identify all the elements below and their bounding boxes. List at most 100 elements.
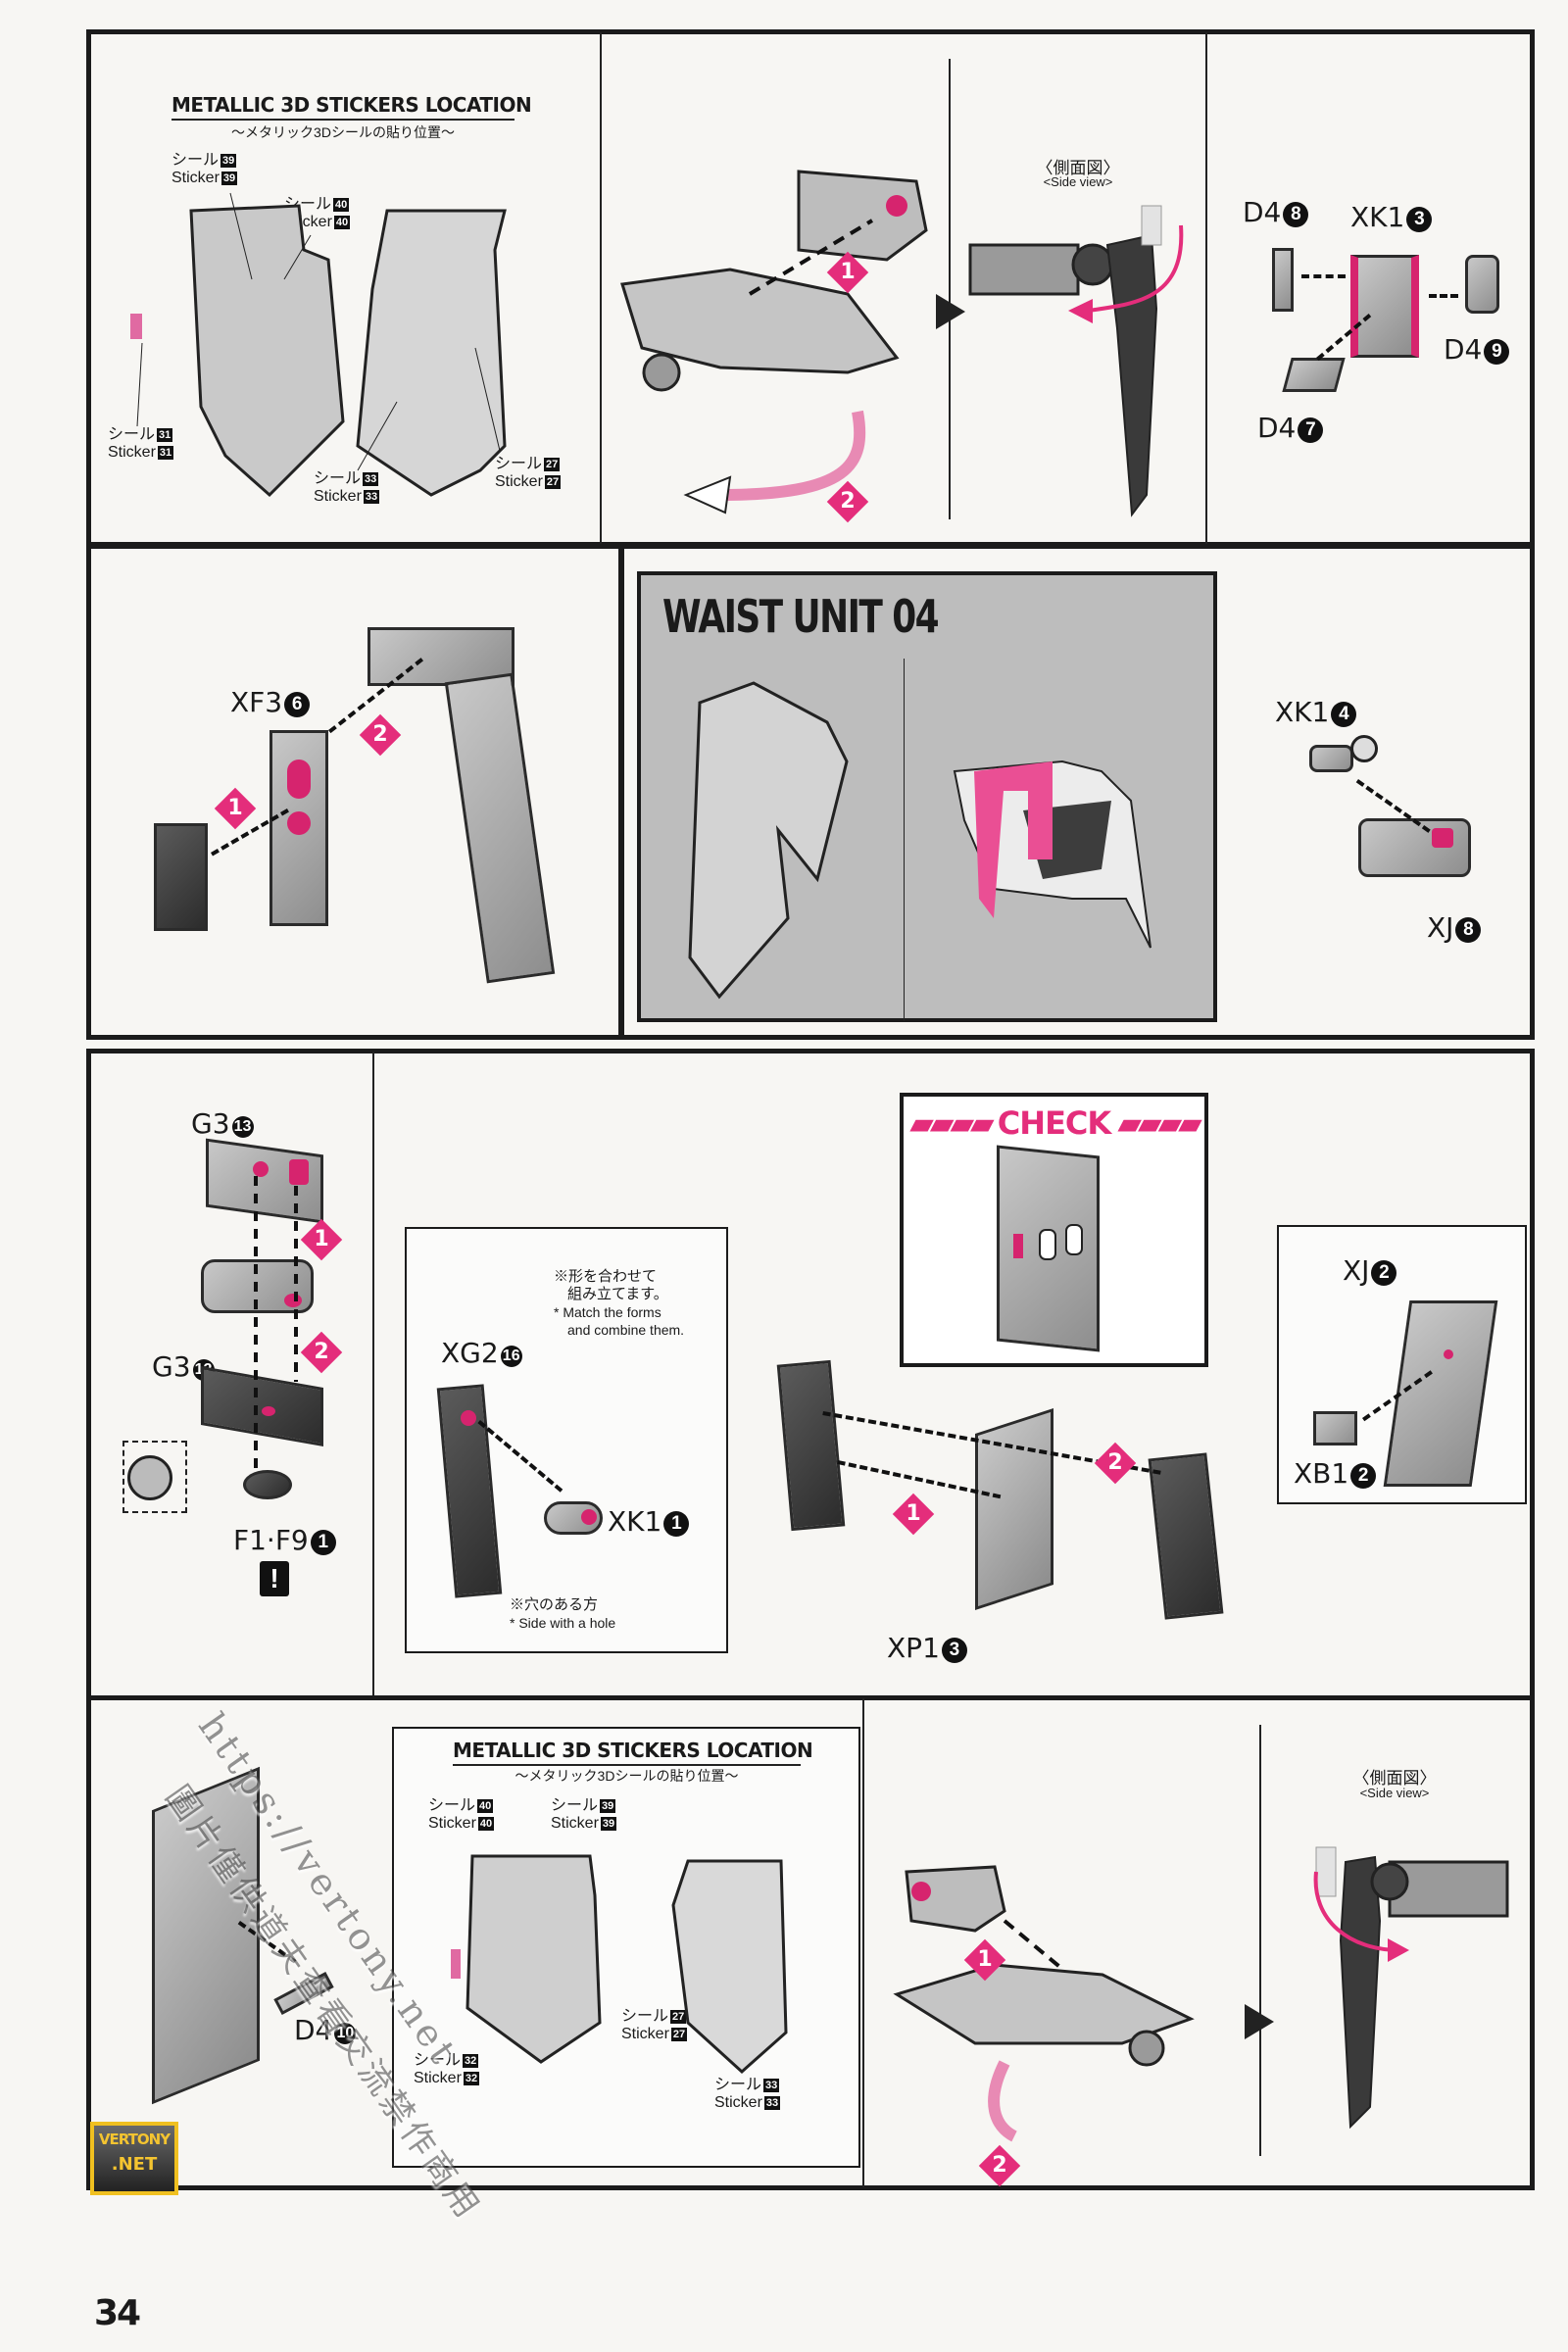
divider xyxy=(1259,1725,1261,2156)
assembly-illustration xyxy=(893,1865,1195,2142)
pink-rotate-arrow xyxy=(1087,224,1184,313)
armor-front-piece xyxy=(189,204,345,498)
side-view-illustration xyxy=(968,205,1184,517)
waist-plate-part xyxy=(620,268,900,374)
part-side-armor xyxy=(444,672,556,984)
rotate-arrow xyxy=(719,410,866,501)
part-xj-8 xyxy=(1358,818,1471,877)
step-2-badge: 2 xyxy=(300,1331,343,1374)
divider xyxy=(949,59,951,519)
part-outer-frame xyxy=(1148,1452,1224,1620)
peg-icon xyxy=(1065,1224,1083,1255)
step-2-badge: 2 xyxy=(359,713,402,757)
divider xyxy=(600,32,602,544)
part-inner-frame xyxy=(776,1359,846,1532)
stripe-decoration-icon: ▰▰▰▰ xyxy=(1110,1104,1201,1142)
panel-c-side-view: 〈側面図〉 <Side view> xyxy=(951,34,1203,544)
logo-line2: .NET xyxy=(111,2154,158,2175)
check-title: CHECK xyxy=(997,1104,1111,1142)
detail-disc xyxy=(127,1455,172,1500)
armor-part-illustration xyxy=(451,1854,788,2075)
armor-back-piece xyxy=(466,1854,602,2064)
check-title-row: ▰▰▰▰ CHECK ▰▰▰▰ xyxy=(904,1104,1204,1142)
part-d4-9 xyxy=(1465,255,1499,314)
note-side-with-hole: ※穴のある方 * Side with a hole xyxy=(510,1596,616,1631)
dashed-arrow xyxy=(254,1176,258,1470)
armor-front-piece xyxy=(671,1859,788,2075)
stickers-location-title: METALLIC 3D STICKERS LOCATION xyxy=(172,93,532,121)
step-1-badge: 1 xyxy=(892,1493,935,1536)
logo-line1: VERTONY xyxy=(98,2131,171,2148)
stickers-location-title: METALLIC 3D STICKERS LOCATION xyxy=(453,1739,813,1766)
peg-icon xyxy=(1039,1229,1056,1260)
rotate-arrow xyxy=(988,2060,1018,2142)
side-view-jp: 〈側面図〉 xyxy=(1036,159,1120,177)
check-panel: ▰▰▰▰ CHECK ▰▰▰▰ xyxy=(900,1093,1208,1367)
divider xyxy=(862,1698,864,2187)
warning-box: ! xyxy=(260,1561,289,1596)
side-view-illustration xyxy=(1313,1846,1509,2130)
part-xk1-4 xyxy=(1309,745,1353,772)
pink-peg xyxy=(284,1294,302,1307)
divider xyxy=(372,1052,374,1697)
pink-marker xyxy=(1013,1234,1023,1258)
pink-peg xyxy=(1432,828,1453,848)
step-1-badge: 1 xyxy=(826,251,869,294)
part-g3-12 xyxy=(201,1365,323,1447)
note-match-forms: ※形を合わせて 組み立てます。 * Match the forms and co… xyxy=(554,1268,685,1338)
dashed-arrow xyxy=(1301,274,1346,278)
panel-m-side-view: 〈側面図〉 <Side view> xyxy=(1262,1725,1532,2185)
upper-block-part xyxy=(905,1865,1006,1933)
waist-highlight-pink xyxy=(974,761,1053,918)
divider xyxy=(1205,32,1207,544)
skirt-armor-dark xyxy=(1339,1855,1382,2130)
part-xk1-3 xyxy=(1350,255,1419,358)
sticker-32-swatch xyxy=(451,1949,461,1979)
step-1-badge: 1 xyxy=(214,787,257,830)
next-arrow-icon xyxy=(936,294,965,329)
dashed-arrow xyxy=(1429,294,1458,298)
side-view-en: <Side view> xyxy=(1359,1786,1430,1800)
panel-b-assembly: 1 2 xyxy=(603,34,946,544)
divider xyxy=(904,659,905,1021)
page-number: 34 xyxy=(94,2293,141,2333)
stripe-decoration-icon: ▰▰▰▰ xyxy=(909,1104,998,1142)
vertony-logo: VERTONY .NET xyxy=(90,2122,178,2195)
dashed-arrow xyxy=(748,219,874,296)
stickers-location-subtitle: ～メタリック3Dシールの貼り位置～ xyxy=(514,1768,739,1784)
side-view-en: <Side view> xyxy=(1043,174,1113,189)
pink-socket xyxy=(581,1509,597,1525)
dashed-arrow xyxy=(294,1186,298,1382)
row2-right-frame xyxy=(619,544,1535,1040)
armor-part-illustration xyxy=(130,192,507,498)
pink-peg xyxy=(289,1159,309,1185)
side-view-jp: 〈側面図〉 xyxy=(1352,1769,1437,1788)
panel-l-assembly: 1 2 xyxy=(867,1725,1257,2187)
panel-a-stickers: METALLIC 3D STICKERS LOCATION ～メタリック3Dシー… xyxy=(93,34,598,544)
pink-socket xyxy=(461,1410,476,1426)
part-xp1-3 xyxy=(975,1408,1054,1610)
dashed-arrow xyxy=(1003,1919,1065,1972)
